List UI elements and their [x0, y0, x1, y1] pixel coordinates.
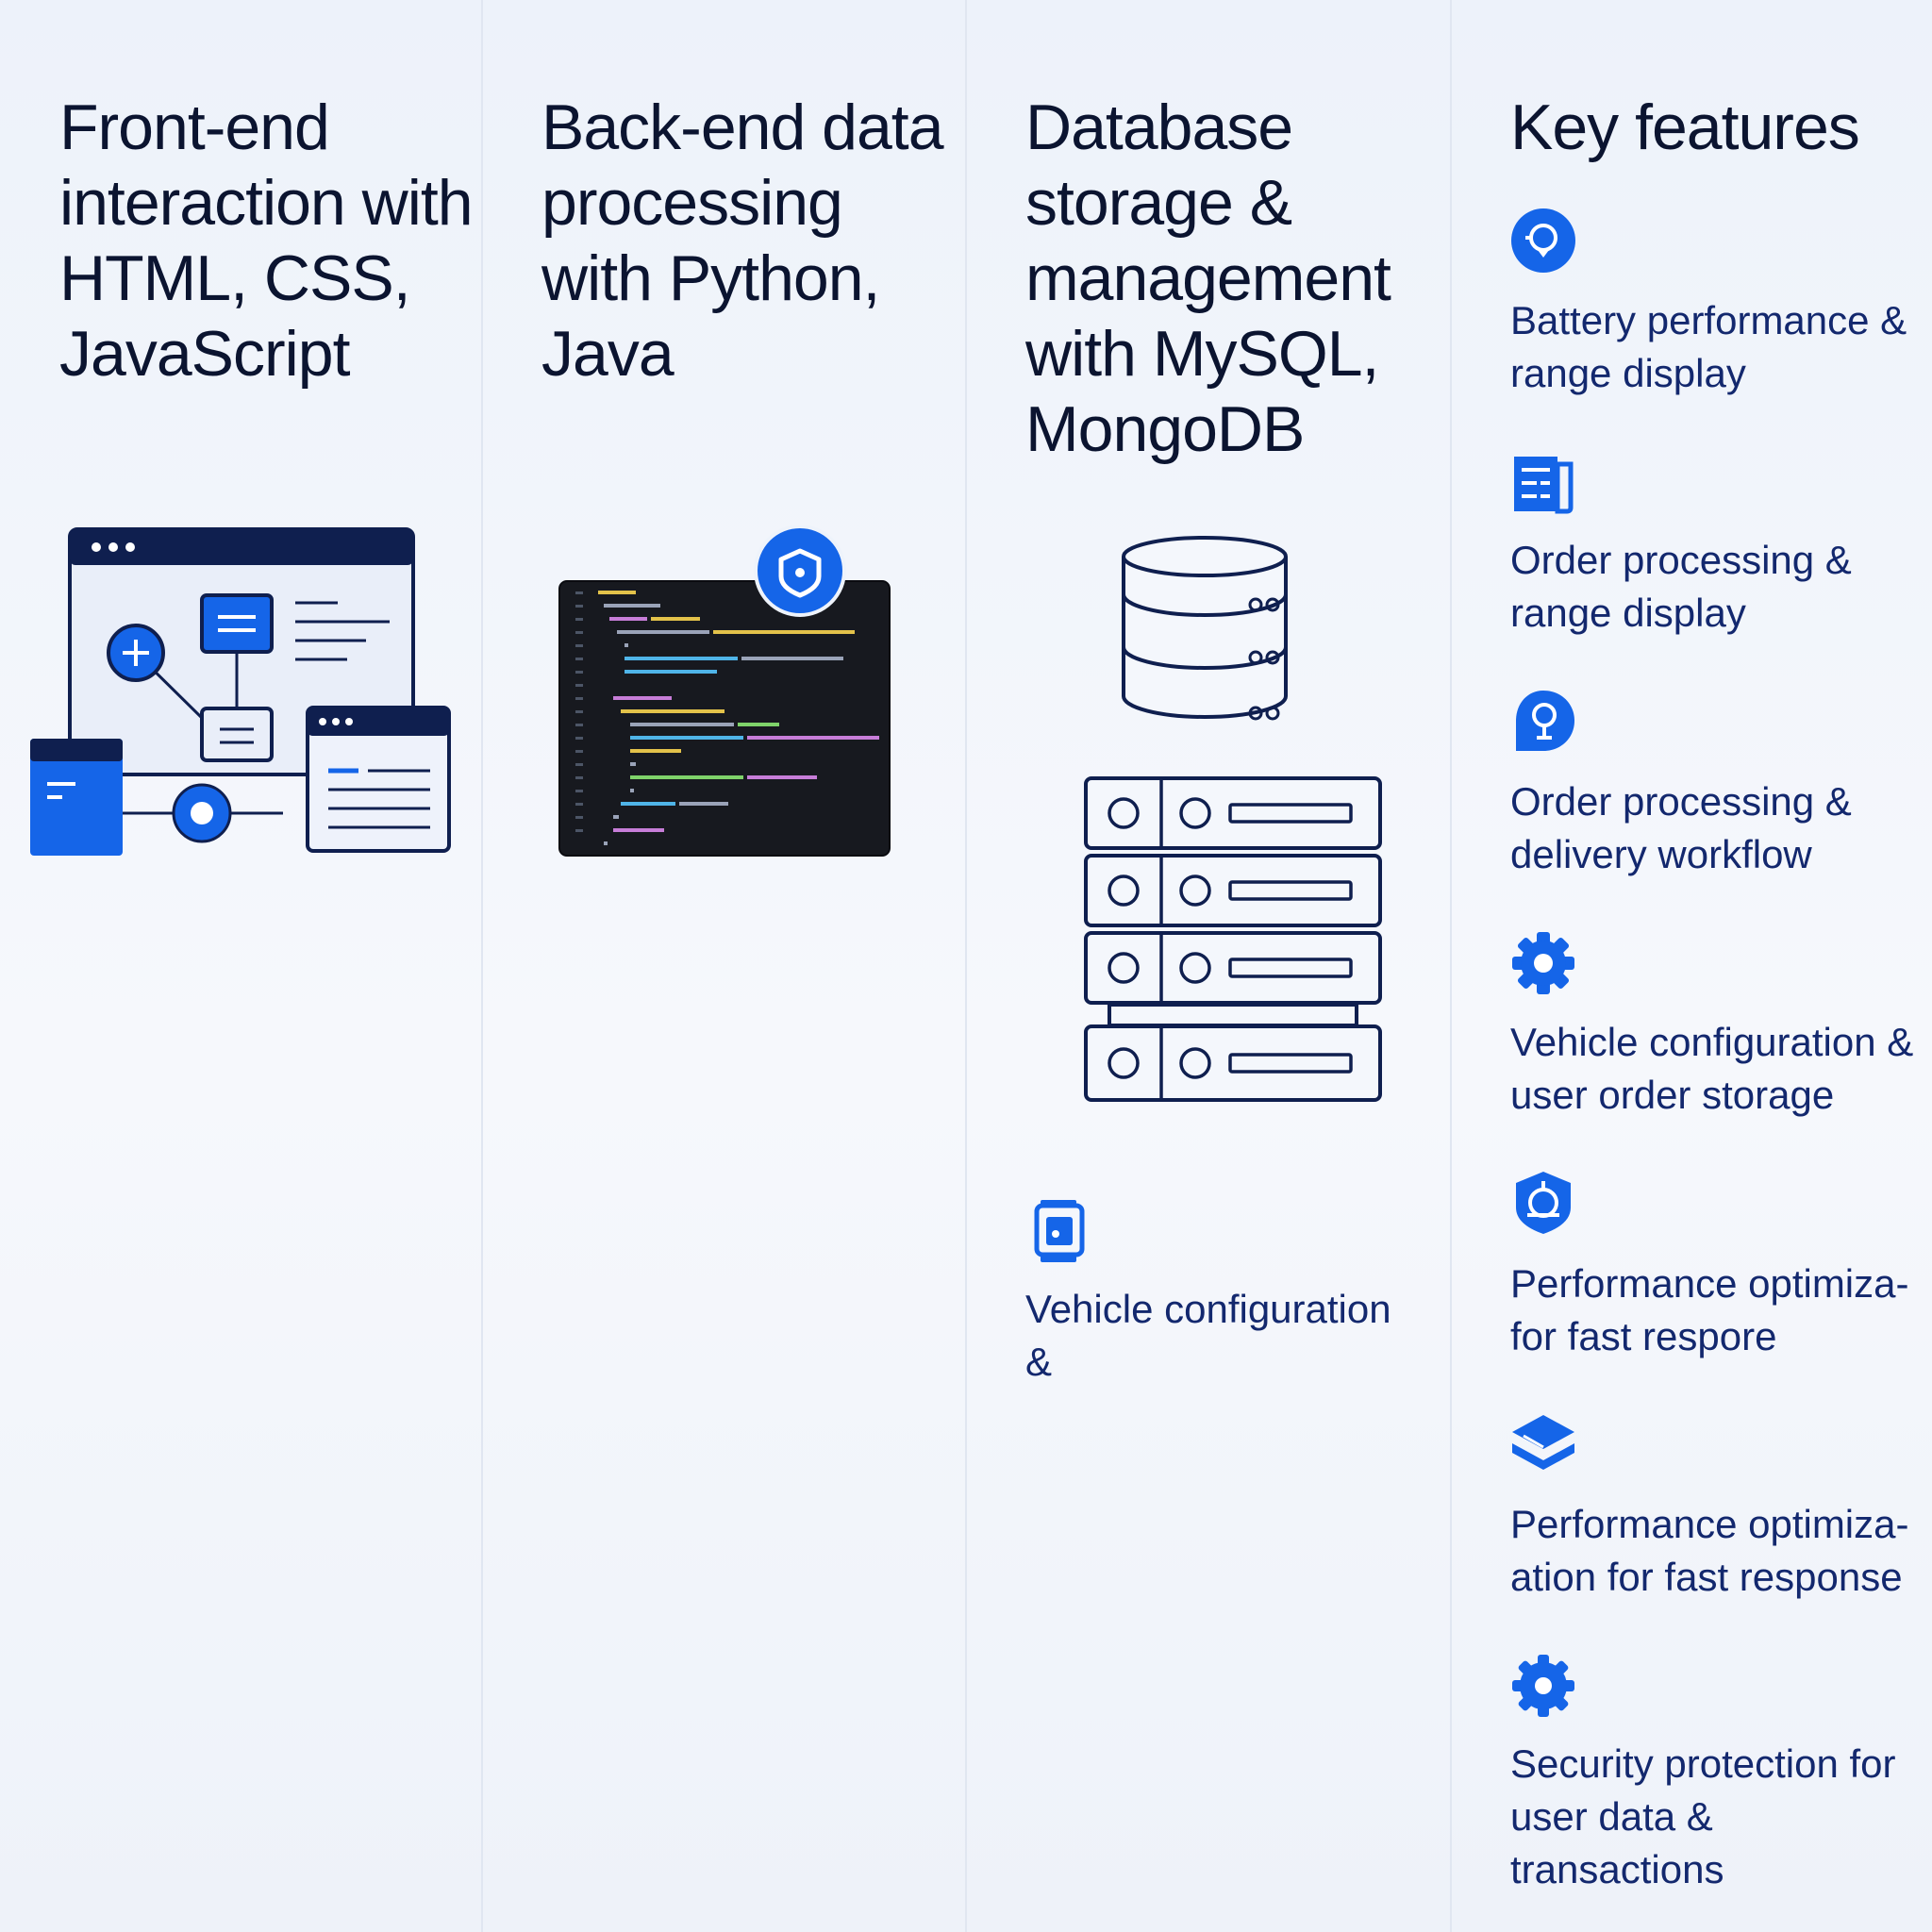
feature-text: Performance optimiza- for fast respore: [1510, 1261, 1909, 1358]
feature-text: Security protection for user data & tran…: [1510, 1741, 1896, 1891]
lightbulb-icon: [1516, 691, 1574, 751]
backend-heading: Back-end data processing with Python, Ja…: [541, 92, 944, 390]
column-divider: [965, 0, 967, 1932]
feature-text: Order processing & delivery workflow: [1510, 779, 1852, 876]
document-icon: [1514, 457, 1574, 514]
feature-text: Order processing & range display: [1510, 538, 1852, 635]
shield-target-icon: [1516, 1172, 1571, 1234]
backend-column: Back-end data processing with Python, Ja…: [483, 0, 965, 1932]
layers-icon: [1512, 1415, 1574, 1470]
feature-text: Battery performance & range display: [1510, 298, 1907, 395]
database-heading: Database storage & management with MySQL…: [1025, 92, 1391, 465]
pin-badge-icon: [1511, 208, 1575, 273]
frontend-column: Front-end interaction with HTML, CSS, Ja…: [0, 0, 481, 1932]
column-divider: [481, 0, 483, 1932]
database-extra-text: Vehicle configuration &: [1025, 1287, 1391, 1384]
code-editor-illustration: [558, 525, 891, 857]
database-illustration: [1084, 536, 1382, 1102]
features-heading: Key features: [1510, 92, 1860, 163]
tablet-icon: [1034, 1200, 1085, 1262]
feature-text: Vehicle configuration & user order stora…: [1510, 1020, 1914, 1117]
database-column: Database storage & management with MySQL…: [967, 0, 1450, 1932]
frontend-ui-illustration: [30, 527, 451, 856]
gear-icon: [1512, 932, 1574, 994]
frontend-heading: Front-end interaction with HTML, CSS, Ja…: [59, 92, 474, 390]
feature-text: Performance optimiza- ation for fast res…: [1510, 1502, 1909, 1599]
settings-cog-icon: [1512, 1655, 1574, 1717]
column-divider: [1450, 0, 1452, 1932]
